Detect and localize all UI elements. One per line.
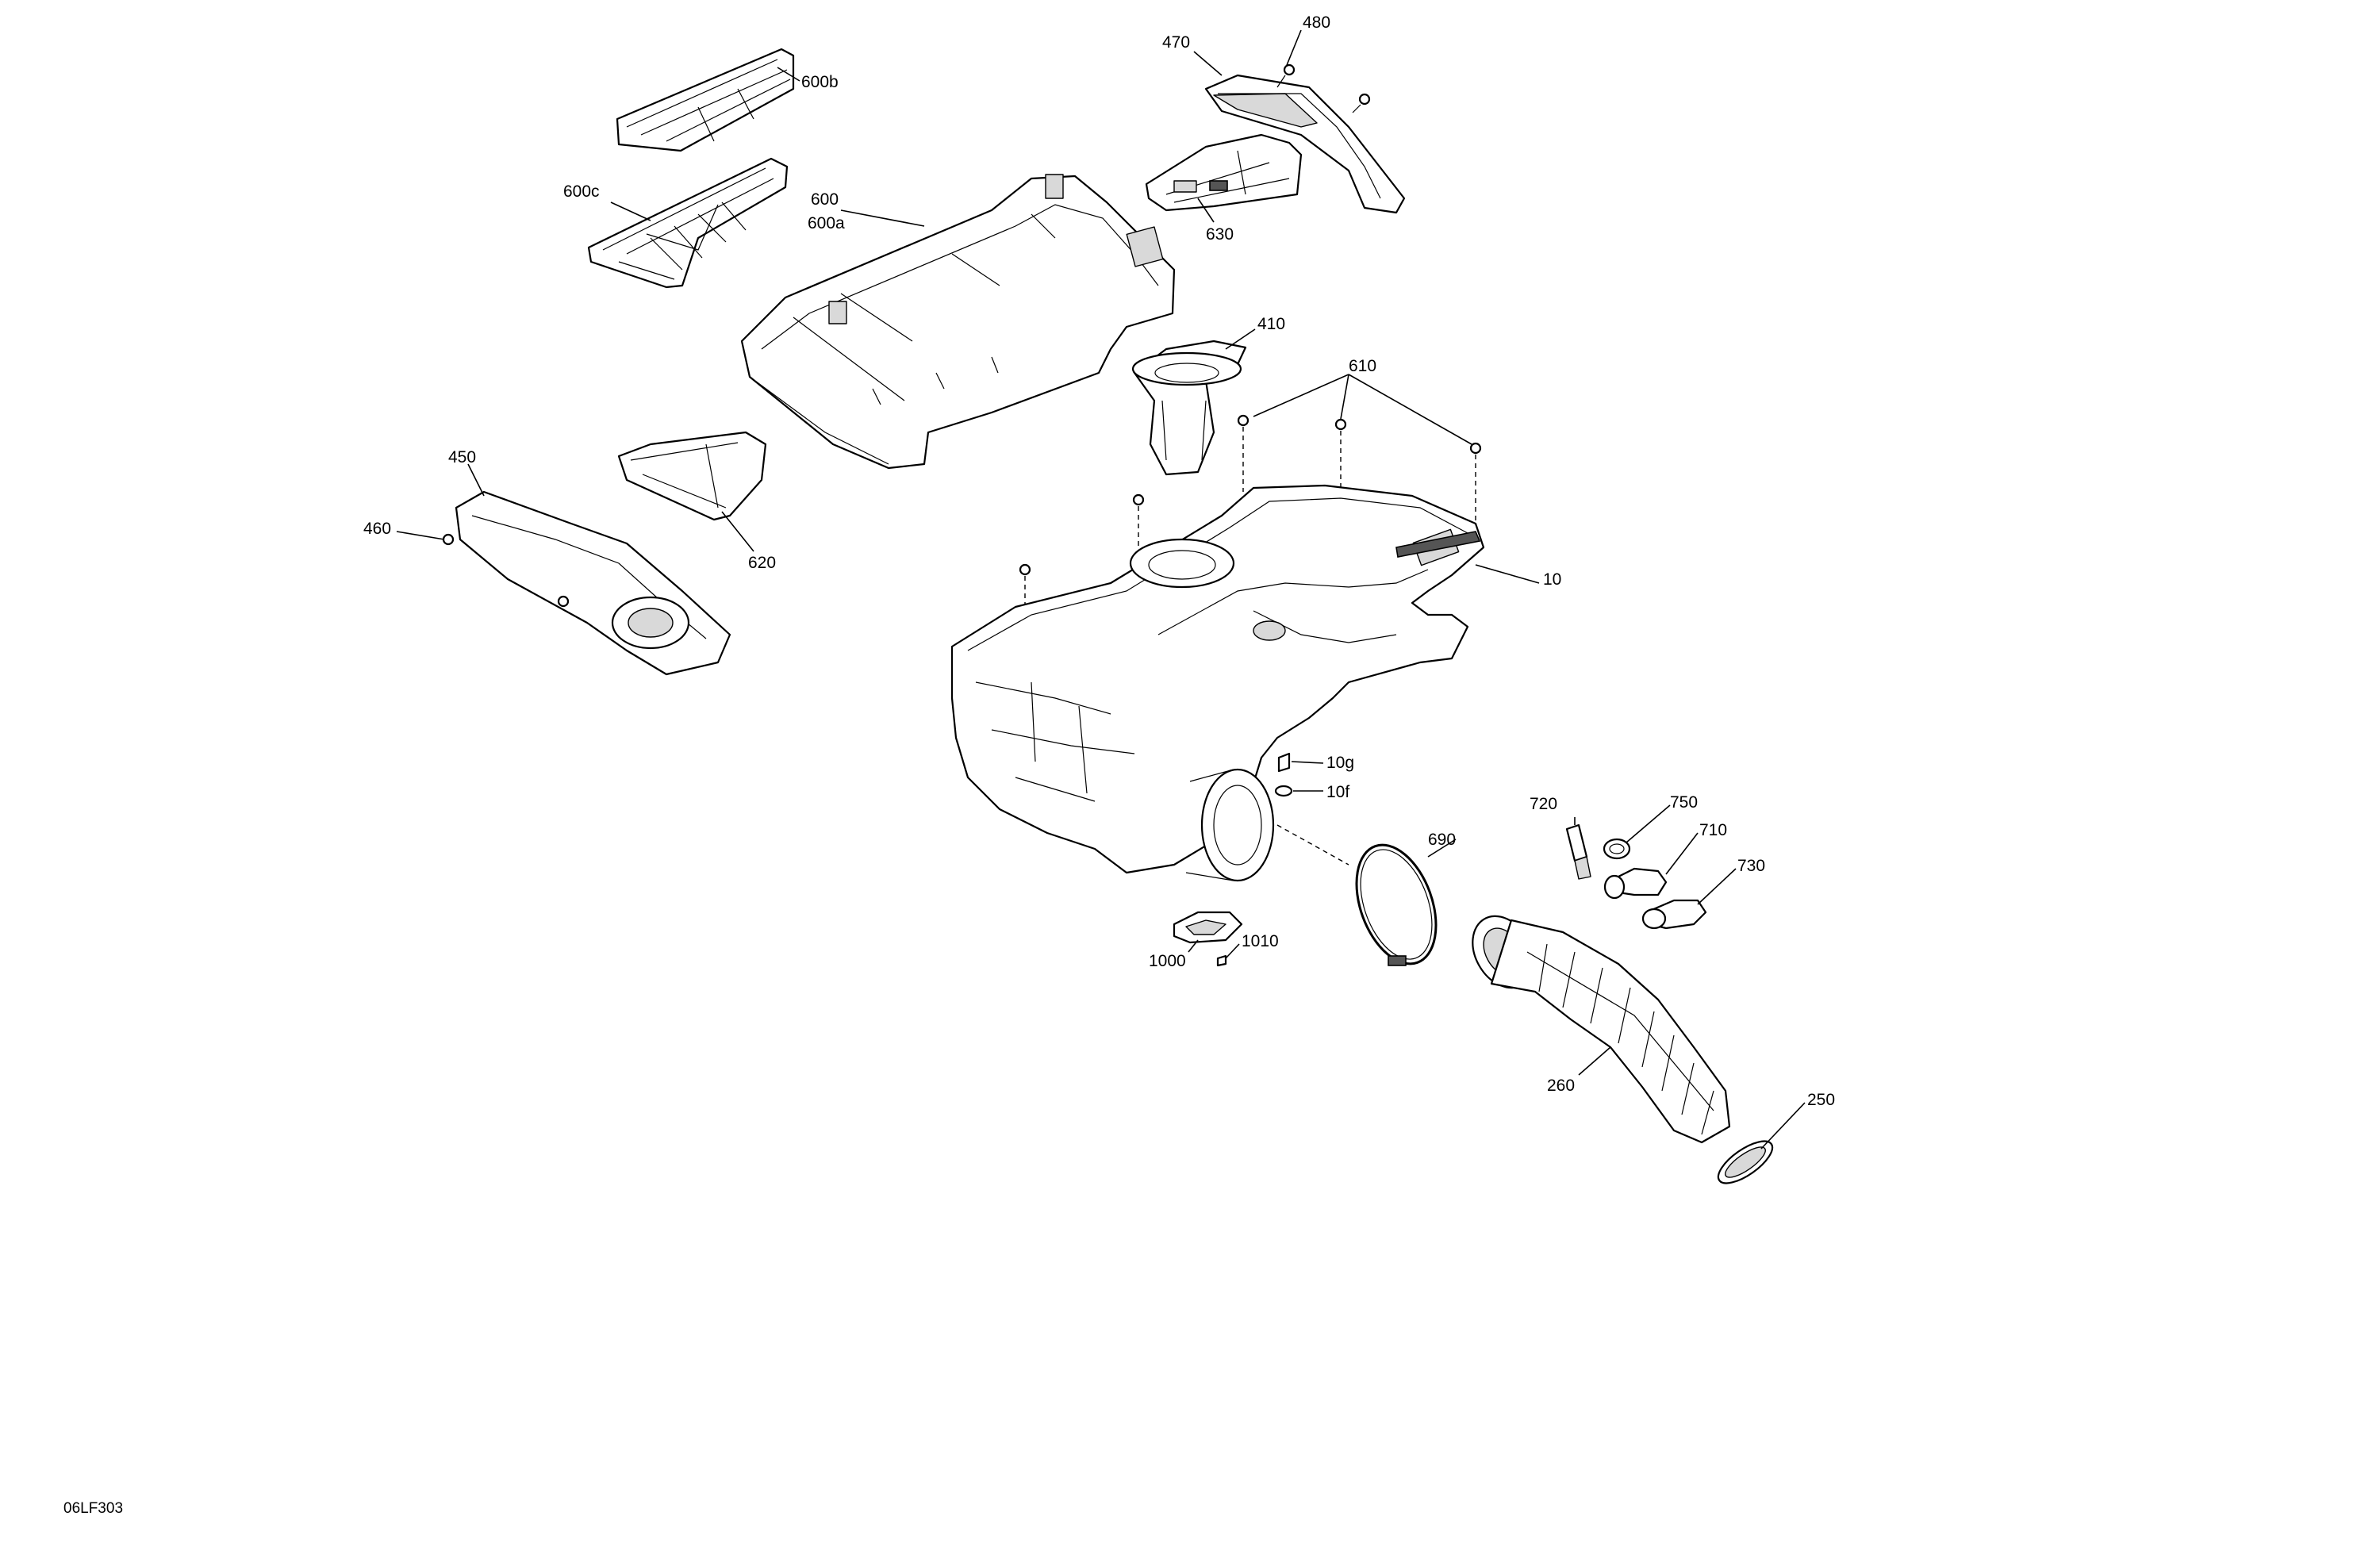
part-10g-bolt bbox=[1277, 752, 1291, 773]
callout-720: 720 bbox=[1530, 795, 1557, 813]
callout-260: 260 bbox=[1547, 1077, 1575, 1095]
callout-470: 470 bbox=[1162, 33, 1190, 52]
callout-10: 10 bbox=[1543, 570, 1561, 589]
part-480-screws bbox=[1276, 63, 1371, 113]
callout-730: 730 bbox=[1737, 857, 1765, 875]
part-620-inlet bbox=[617, 431, 767, 521]
callout-600b: 600b bbox=[801, 73, 839, 91]
callout-10g: 10g bbox=[1326, 754, 1354, 772]
callout-620: 620 bbox=[748, 554, 776, 572]
leader-lines bbox=[396, 29, 1806, 1150]
callout-630: 630 bbox=[1206, 225, 1234, 244]
part-710-elbow bbox=[1603, 867, 1668, 900]
part-10-outlet-port bbox=[1185, 768, 1275, 882]
part-630-vent bbox=[1145, 133, 1303, 212]
callout-450: 450 bbox=[448, 448, 476, 466]
part-1000-valve bbox=[1173, 911, 1243, 944]
part-460-screw bbox=[442, 533, 570, 608]
callout-600a: 600a bbox=[808, 214, 845, 232]
part-10f-washer bbox=[1274, 785, 1293, 797]
part-730-drain bbox=[1641, 899, 1707, 930]
part-450-side-panel bbox=[455, 490, 731, 676]
part-600c-grille bbox=[587, 157, 789, 289]
figure-id: 06LF303 bbox=[63, 1500, 123, 1517]
part-260-hose bbox=[1472, 915, 1731, 1144]
callout-1010: 1010 bbox=[1242, 932, 1279, 950]
callout-460: 460 bbox=[363, 520, 391, 538]
callout-410: 410 bbox=[1257, 315, 1285, 333]
callout-710: 710 bbox=[1699, 821, 1727, 839]
callout-610: 610 bbox=[1349, 357, 1376, 375]
callout-750: 750 bbox=[1670, 793, 1698, 812]
callout-480: 480 bbox=[1303, 13, 1330, 32]
part-720-fitting bbox=[1565, 823, 1591, 880]
callout-1000: 1000 bbox=[1149, 952, 1186, 970]
part-410-elbow bbox=[1131, 340, 1247, 476]
part-470-upper-frame bbox=[1204, 74, 1406, 214]
callout-600: 600 bbox=[811, 190, 839, 209]
callout-10f: 10f bbox=[1326, 783, 1349, 801]
callout-600c: 600c bbox=[563, 182, 600, 201]
part-1010-clip bbox=[1216, 954, 1227, 967]
part-750-clamp bbox=[1603, 838, 1631, 860]
callout-690: 690 bbox=[1428, 831, 1456, 849]
callout-250: 250 bbox=[1807, 1091, 1835, 1109]
part-600b-cover bbox=[616, 48, 795, 152]
part-600-air-duct bbox=[740, 174, 1176, 470]
part-250-cap bbox=[1717, 1140, 1774, 1184]
part-690-clamp bbox=[1355, 843, 1438, 966]
part-10-airbox bbox=[950, 484, 1485, 874]
